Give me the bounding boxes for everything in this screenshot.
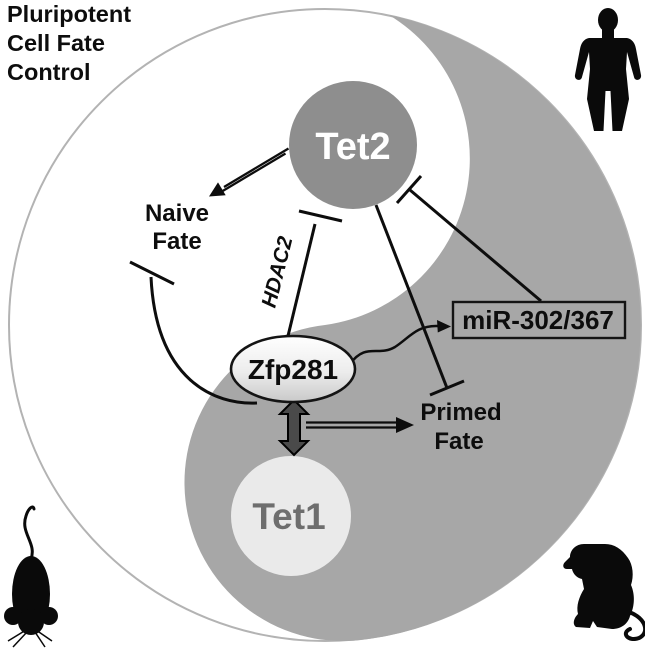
tet2-node bbox=[289, 81, 417, 209]
edge-zfp281-inhibits-tet2-hdac2 bbox=[286, 209, 343, 337]
primed-fate-label-line1: Primed bbox=[420, 399, 501, 426]
tet1-node bbox=[231, 456, 351, 576]
tet2-label: Tet2 bbox=[315, 126, 390, 168]
edge-zfp281-promotes-primed bbox=[306, 417, 414, 433]
mir302-box bbox=[451, 300, 627, 340]
inhibition-bar bbox=[395, 175, 423, 204]
edge-zfp281-inhibits-naive bbox=[129, 260, 258, 405]
primed-fate-label-line2: Fate bbox=[434, 428, 483, 455]
inhibition-bar bbox=[298, 209, 343, 223]
zfp281-node bbox=[229, 334, 357, 404]
figure-title-line2: Cell Fate bbox=[7, 30, 105, 56]
edge-zfp281-induces-mir302 bbox=[348, 320, 451, 365]
edge-zfp281-tet1-bidirectional bbox=[277, 398, 311, 457]
edge-mir302-inhibits-tet2 bbox=[395, 175, 542, 303]
mouse-icon bbox=[4, 505, 58, 648]
arrowhead bbox=[209, 182, 226, 197]
zfp281-label: Zfp281 bbox=[248, 354, 338, 385]
human-icon bbox=[574, 8, 642, 131]
naive-fate-label-line1: Naive bbox=[145, 200, 209, 227]
figure-title-line1: Pluripotent bbox=[7, 1, 131, 27]
tet1-label: Tet1 bbox=[252, 496, 325, 537]
edge-tet2-activates-naive bbox=[209, 147, 290, 197]
edge-tet2-inhibits-primed bbox=[374, 204, 465, 397]
inhibition-bar bbox=[129, 260, 175, 286]
inhibition-bar bbox=[429, 379, 465, 397]
naive-fate-label-line2: Fate bbox=[152, 228, 201, 255]
arrowhead bbox=[396, 417, 414, 433]
mir302-label: miR-302/367 bbox=[462, 305, 614, 335]
arrowhead bbox=[437, 320, 451, 333]
figure-title-line3: Control bbox=[7, 59, 91, 85]
monkey-icon bbox=[563, 544, 645, 641]
